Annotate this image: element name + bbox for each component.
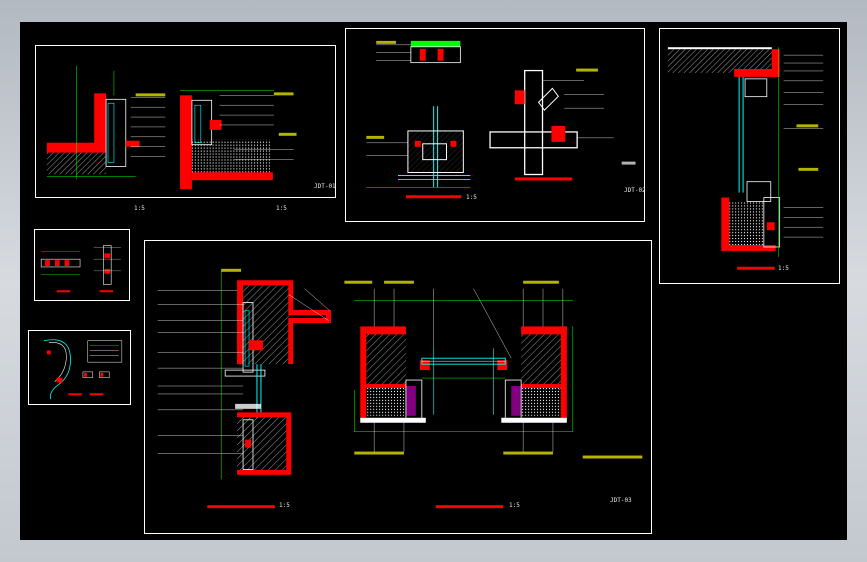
sheet-number: JDT-02: [624, 187, 646, 194]
drawing-canvas[interactable]: 1:5 1:5 JDT-01: [20, 22, 847, 540]
sheet-small-left-bottom-drawing: [43, 339, 123, 400]
sheet-small-left[interactable]: [34, 229, 130, 301]
scale-label: 1:5: [279, 502, 290, 509]
sheet-small-left-bottom[interactable]: [28, 330, 131, 405]
scale-label: 1:5: [134, 205, 145, 212]
sheet-top-left[interactable]: 1:5 1:5 JDT-01: [35, 45, 336, 212]
sheet-right[interactable]: 1:5: [659, 28, 840, 284]
scale-label: 1:5: [276, 205, 287, 212]
sheet-top-middle[interactable]: 1:5 JDT-02: [345, 28, 646, 222]
scale-label: 1:5: [509, 502, 520, 509]
sheet-number: JDT-03: [610, 497, 632, 504]
sheet-number: JDT-01: [314, 183, 336, 190]
sheet-top-left-drawing: [46, 65, 297, 190]
sheet-top-middle-drawing: [366, 40, 636, 199]
sheet-right-drawing: [667, 47, 824, 270]
scale-label: 1:5: [466, 194, 477, 201]
sheet-bottom-large[interactable]: 1:5 1:5 JDT-03: [144, 240, 652, 534]
scale-label: 1:5: [778, 265, 789, 272]
sheet-bottom-large-drawing: [157, 268, 643, 509]
sheet-small-left-drawing: [40, 245, 121, 293]
